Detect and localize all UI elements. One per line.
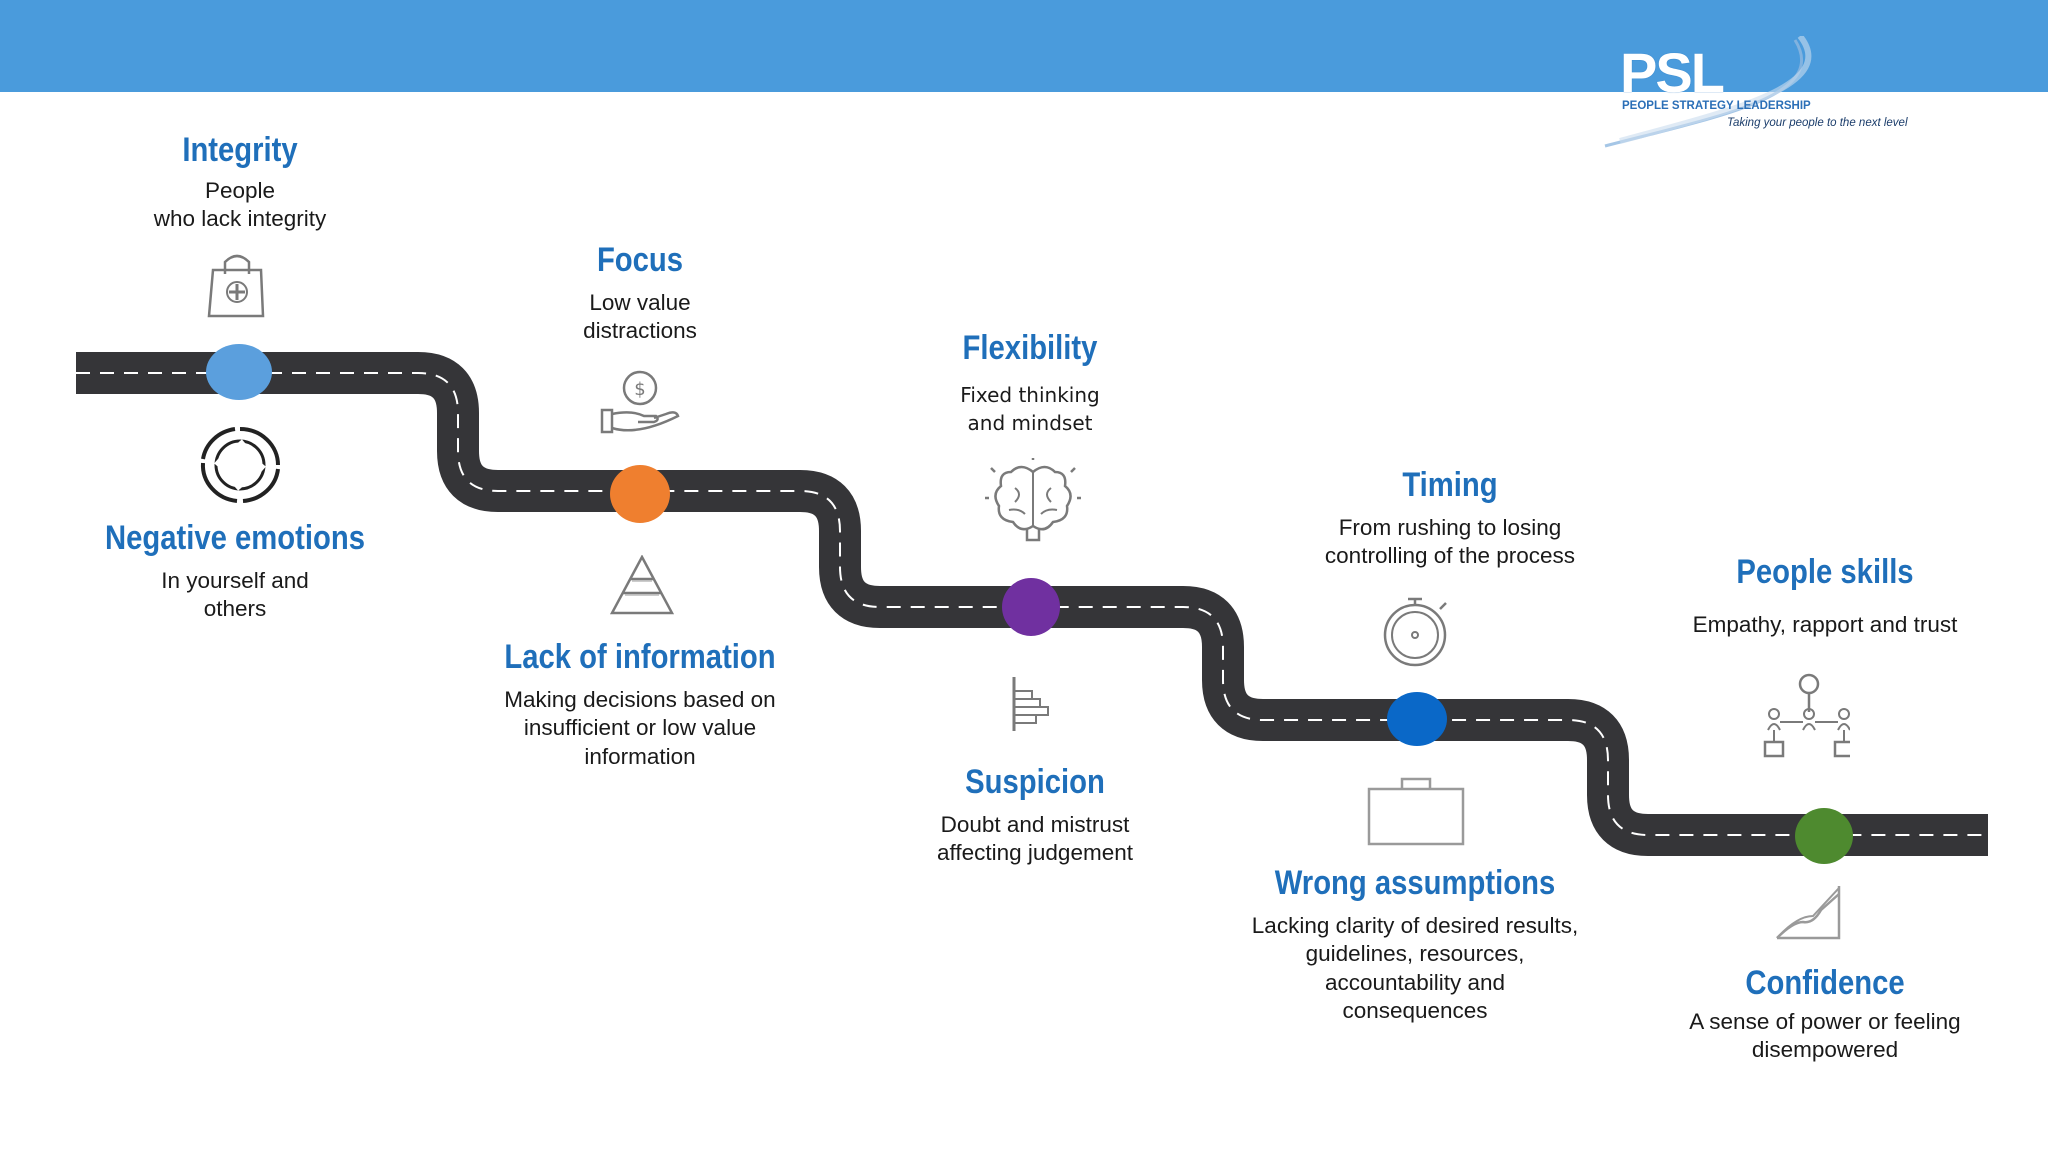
- marker-confidence: [1795, 808, 1853, 864]
- rising-chart-icon: [1776, 886, 1841, 940]
- focus-desc: Low value distractions: [583, 289, 697, 344]
- shopping-bag-plus-icon: [207, 254, 265, 318]
- timing-title: Timing: [1402, 466, 1498, 504]
- circular-arrows-icon: [200, 427, 280, 503]
- wrong-desc: Lacking clarity of desired results, guid…: [1251, 912, 1579, 1024]
- item-timing: Timing From rushing to losing controllin…: [1290, 465, 1610, 571]
- integrity-desc: People who lack integrity: [153, 177, 327, 232]
- item-wrong-assumptions: Wrong assumptions Lacking clarity of des…: [1210, 863, 1620, 1026]
- logo-swoosh-icon: [1604, 36, 1812, 148]
- svg-text:$: $: [634, 379, 645, 400]
- timing-desc: From rushing to losing controlling of th…: [1324, 514, 1576, 569]
- wrong-title: Wrong assumptions: [1274, 864, 1556, 902]
- item-people-skills: People skills Empathy, rapport and trust: [1660, 552, 1990, 639]
- logo-brand: PSL: [1620, 41, 1725, 104]
- item-suspicion: Suspicion Doubt and mistrust affecting j…: [890, 762, 1180, 868]
- item-negative-emotions: Negative emotions In yourself and others: [70, 518, 400, 624]
- logo-subtitle: PEOPLE STRATEGY LEADERSHIP: [1622, 100, 1811, 112]
- org-chart-icon: [1763, 673, 1850, 758]
- marker-focus: [610, 465, 670, 523]
- flexibility-title: Flexibility: [962, 329, 1098, 367]
- logo-tagline: Taking your people to the next level: [1727, 117, 1908, 129]
- suspicion-title: Suspicion: [965, 763, 1105, 801]
- briefcase-icon: [1367, 777, 1465, 846]
- marker-flexibility: [1002, 578, 1060, 636]
- psl-logo: PSL PEOPLE STRATEGY LEADERSHIP Taking yo…: [1600, 36, 1930, 154]
- suspicion-desc: Doubt and mistrust affecting judgement: [937, 811, 1133, 866]
- top-banner: [0, 0, 2048, 92]
- marker-timing: [1387, 692, 1447, 746]
- integrity-title: Integrity: [182, 131, 298, 169]
- item-integrity: Integrity People who lack integrity: [100, 130, 380, 234]
- people-title: People skills: [1736, 553, 1914, 591]
- negative-desc: In yourself and others: [161, 567, 309, 622]
- item-focus: Focus Low value distractions: [520, 240, 760, 346]
- confidence-title: Confidence: [1745, 964, 1905, 1002]
- hand-holding-coin-icon: $: [600, 370, 680, 434]
- lack-title: Lack of information: [504, 638, 776, 676]
- focus-title: Focus: [596, 241, 684, 279]
- bar-chart-icon: [1012, 677, 1049, 731]
- pyramid-icon: [610, 555, 674, 615]
- marker-integrity: [206, 344, 272, 400]
- item-confidence: Confidence A sense of power or feeling d…: [1650, 963, 2000, 1065]
- brain-icon: [985, 458, 1081, 542]
- lack-desc: Making decisions based on insufficient o…: [504, 686, 776, 769]
- item-flexibility: Flexibility Fixed thinking and mindset: [900, 328, 1160, 437]
- people-desc: Empathy, rapport and trust: [1692, 611, 1958, 637]
- negative-title: Negative emotions: [105, 519, 365, 557]
- stopwatch-icon: [1383, 597, 1447, 667]
- confidence-desc: A sense of power or feeling disempowered: [1689, 1008, 1961, 1063]
- flexibility-desc: Fixed thinking and mindset: [960, 382, 1100, 435]
- item-lack-of-information: Lack of information Making decisions bas…: [470, 637, 810, 771]
